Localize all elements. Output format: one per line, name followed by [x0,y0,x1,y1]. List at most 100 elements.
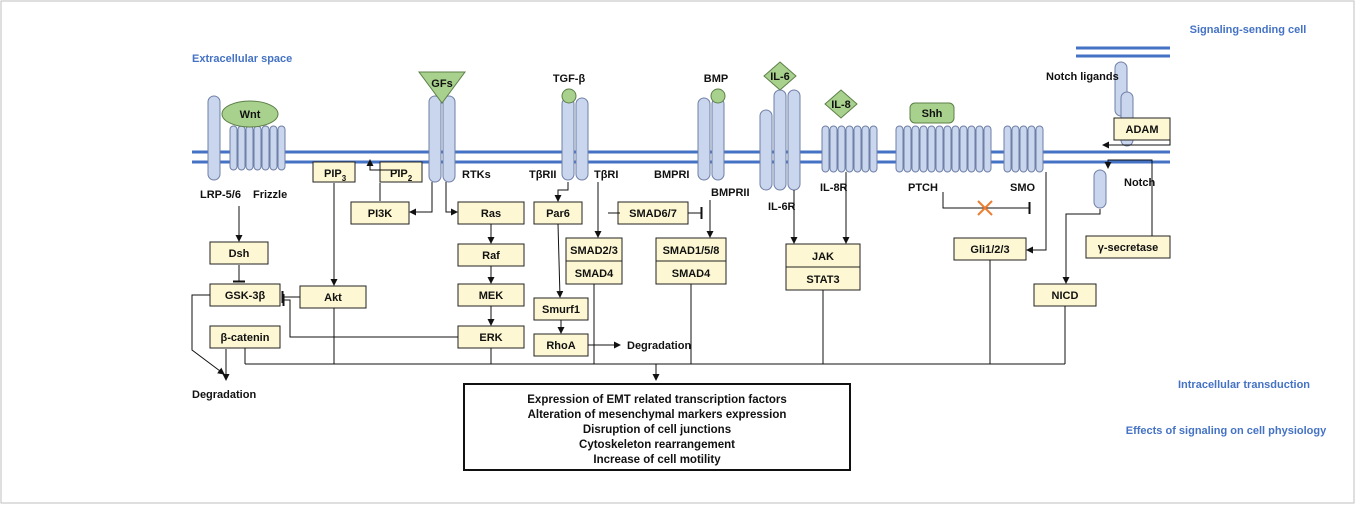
inhibition-blocked-cross [977,200,993,216]
outcome-1: Expression of EMT related transcription … [527,394,786,406]
outcome-4: Cytoskeleton rearrangement [579,439,735,451]
gfs-ligand: GFs [418,71,466,104]
smad158-label: SMAD1/5/8 [663,245,720,257]
il8r-label: IL-8R [820,182,848,194]
ptch-label: PTCH [908,182,938,194]
il6-receptor [759,89,801,191]
degradation-mid-label: Degradation [627,340,691,352]
outcome-3: Disruption of cell junctions [583,424,731,436]
notch-receptor [1093,169,1107,209]
smad67-box: SMAD6/7 [617,201,689,225]
pi3k-box: PI3K [350,201,410,225]
smad23-label: SMAD2/3 [570,245,618,257]
outcome-2: Alteration of mesenchymal markers expres… [528,409,787,421]
il8-ligand: IL-8 [824,89,858,119]
smad23-smad4-box: SMAD2/3 SMAD4 [565,237,623,285]
erk-label: ERK [479,332,502,344]
mek-box: MEK [457,283,525,307]
dsh-label: Dsh [229,248,250,260]
smad158-smad4-box: SMAD1/5/8 SMAD4 [655,237,727,285]
il6-label: IL-6 [770,71,790,83]
il6r-label: IL-6R [768,201,796,213]
jak-label: JAK [812,251,834,263]
rhoa-box: RhoA [533,333,589,357]
shh-ligand: Shh [909,102,955,124]
frizzle-receptor [229,125,286,171]
rhoa-label: RhoA [546,340,575,352]
bmprii-label: BMPRII [711,187,750,199]
bmp-label: BMP [704,73,728,85]
par6-label: Par6 [546,208,570,220]
pip3-subscript: 3 [342,174,347,183]
outcome-5: Increase of cell motility [593,454,721,466]
gli-box: Gli1/2/3 [953,237,1027,261]
jak-stat3-box: JAK STAT3 [785,243,861,291]
ras-box: Ras [457,201,525,225]
outcomes-box: Expression of EMT related transcription … [463,383,851,471]
akt-box: Akt [299,285,367,309]
il8-receptor [821,125,878,173]
erk-box: ERK [457,325,525,349]
effects-on-cell-physiology-label: Effects of signaling on cell physiology [1126,425,1327,437]
smad4-tgfb-label: SMAD4 [575,268,614,280]
raf-label: Raf [482,250,500,262]
intracellular-transduction-label: Intracellular transduction [1178,379,1310,391]
gamma-secretase-label: γ-secretase [1098,242,1159,254]
tgfb-label: TGF-β [553,73,586,85]
gli-label: Gli1/2/3 [970,244,1009,256]
smurf1-label: Smurf1 [542,304,580,316]
smurf1-box: Smurf1 [533,297,589,321]
extracellular-space-label: Extracellular space [192,53,292,65]
rtks-label: RTKs [462,169,491,181]
gfs-label: GFs [431,78,452,90]
notch-label: Notch [1124,177,1155,189]
sending-cell-membrane [1076,46,1170,58]
shh-label: Shh [922,108,943,120]
gamma-secretase-box: γ-secretase [1085,235,1171,259]
lrp-label: LRP-5/6 [200,189,241,201]
smad4-bmp-label: SMAD4 [672,268,711,280]
notch-ligands-label: Notch ligands [1046,71,1119,83]
nicd-label: NICD [1052,290,1079,302]
smo-label: SMO [1010,182,1036,194]
tbri-label: TβRI [594,169,618,181]
akt-label: Akt [324,292,342,304]
rtk-receptor [428,95,456,183]
il6-ligand: IL-6 [763,61,797,91]
adam-box: ADAM [1113,117,1171,141]
bmp-receptor [697,88,726,181]
wnt-label: Wnt [240,109,261,121]
signaling-sending-cell-label: Signaling-sending cell [1190,24,1307,36]
pip2-box: PIP2 [379,161,423,183]
pathway-connectors [191,140,1171,381]
stat3-label: STAT3 [806,274,839,286]
pip2-label: PIP [390,168,408,180]
il8-label: IL-8 [831,99,851,111]
adam-label: ADAM [1126,124,1159,136]
ptch-receptor [895,125,992,173]
wnt-ligand: Wnt [221,100,279,128]
frizzle-label: Frizzle [253,189,287,201]
gsk-label: GSK-3β [225,290,266,302]
svg-text:PIP2: PIP2 [390,168,413,183]
smad67-label: SMAD6/7 [629,208,677,220]
ras-label: Ras [481,208,501,220]
pip2-subscript: 2 [408,174,413,183]
tgfb-receptor [561,88,589,181]
bmpri-label: BMPRI [654,169,689,181]
mek-label: MEK [479,290,504,302]
tbrii-label: TβRII [529,169,557,181]
pi3k-label: PI3K [368,208,393,220]
pip3-label: PIP [324,168,342,180]
pip3-box: PIP3 [312,161,356,183]
svg-text:PIP3: PIP3 [324,168,347,183]
gsk-box: GSK-3β [209,283,281,307]
par6-box: Par6 [533,201,583,225]
nicd-box: NICD [1033,283,1097,307]
bcatenin-label: β-catenin [221,332,270,344]
bcatenin-box: β-catenin [209,325,281,349]
lrp-receptor [207,95,221,181]
raf-box: Raf [457,243,525,267]
dsh-box: Dsh [209,241,269,265]
